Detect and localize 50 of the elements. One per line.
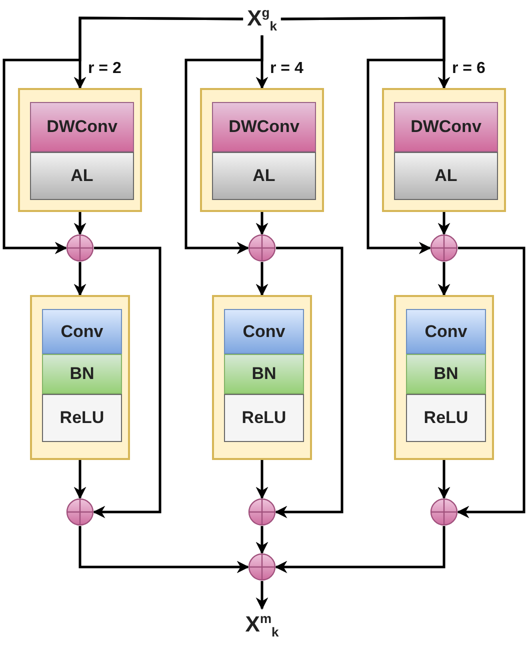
arrow bbox=[438, 212, 450, 236]
module-frame bbox=[212, 295, 312, 460]
arrow bbox=[78, 526, 250, 574]
layer-block: Conv bbox=[224, 309, 304, 354]
module-frame bbox=[18, 88, 142, 212]
arrow bbox=[256, 460, 268, 500]
layer-block: DWConv bbox=[30, 102, 134, 152]
arrow bbox=[256, 212, 268, 236]
adder-circle bbox=[66, 498, 94, 526]
arrow bbox=[438, 262, 450, 296]
arrow bbox=[2, 16, 244, 254]
layer-block: Conv bbox=[406, 309, 486, 354]
adder-circle bbox=[248, 498, 276, 526]
adder-circle bbox=[248, 234, 276, 262]
arrow bbox=[184, 35, 264, 254]
arrow bbox=[256, 526, 268, 554]
layer-block: BN bbox=[224, 354, 304, 394]
layer-block: ReLU bbox=[42, 394, 122, 442]
adder-circle bbox=[430, 498, 458, 526]
arrow bbox=[92, 246, 162, 518]
arrow bbox=[280, 16, 446, 254]
module-frame bbox=[200, 88, 324, 212]
layer-block: DWConv bbox=[212, 102, 316, 152]
arrow bbox=[438, 460, 450, 500]
layer-block: ReLU bbox=[224, 394, 304, 442]
layer-block: AL bbox=[394, 152, 498, 200]
edge-label: r = 2 bbox=[86, 60, 124, 78]
arrow bbox=[256, 581, 268, 610]
adder-circle bbox=[66, 234, 94, 262]
arrow bbox=[74, 460, 86, 500]
edge-label: r = 6 bbox=[450, 60, 488, 78]
arrow bbox=[74, 212, 86, 236]
layer-block: BN bbox=[406, 354, 486, 394]
arrow bbox=[274, 526, 446, 574]
adder-circle bbox=[248, 553, 276, 581]
layer-block: ReLU bbox=[406, 394, 486, 442]
layer-block: DWConv bbox=[394, 102, 498, 152]
layer-block: Conv bbox=[42, 309, 122, 354]
arrow bbox=[456, 246, 526, 518]
layer-block: BN bbox=[42, 354, 122, 394]
arrow bbox=[274, 246, 344, 518]
module-frame bbox=[30, 295, 130, 460]
edge-label: r = 4 bbox=[268, 60, 306, 78]
arrow bbox=[74, 262, 86, 296]
adder-circle bbox=[430, 234, 458, 262]
arrow bbox=[256, 262, 268, 296]
module-frame bbox=[394, 295, 494, 460]
layer-block: AL bbox=[212, 152, 316, 200]
layer-block: AL bbox=[30, 152, 134, 200]
module-frame bbox=[382, 88, 506, 212]
